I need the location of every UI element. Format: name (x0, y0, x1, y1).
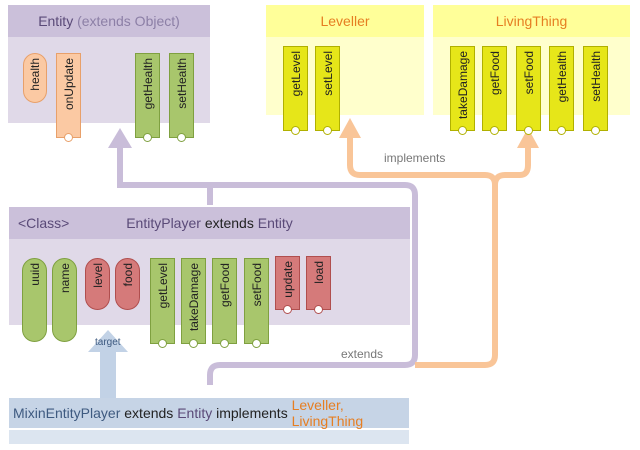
entity-method-sethealth[interactable]: setHealth (169, 53, 194, 142)
extends-label: extends (341, 347, 384, 361)
entityplayer-title-name: EntityPlayer (126, 215, 201, 231)
mixin-name: MixinEntityPlayer (13, 405, 121, 421)
leveller-method-getlevel[interactable]: getLevel (283, 46, 308, 135)
entityplayer-method-load[interactable]: load (306, 256, 331, 314)
entityplayer-method-update[interactable]: update (275, 256, 300, 314)
port-icon (251, 339, 261, 348)
livingthing-method-gethealth[interactable]: getHealth (549, 46, 574, 135)
entityplayer-stereotype: <Class> (18, 215, 70, 231)
entityplayer-field-level[interactable]: level (85, 258, 110, 310)
port-icon (142, 133, 152, 142)
port-icon (489, 126, 499, 135)
entityplayer-method-getfood[interactable]: getFood (212, 258, 237, 348)
leveller-title: Leveller (320, 13, 370, 29)
extends-connector (117, 145, 418, 385)
livingthing-method-getfood[interactable]: getFood (482, 46, 507, 135)
port-icon (282, 305, 292, 314)
port-icon (157, 339, 167, 348)
port-icon (523, 126, 533, 135)
livingthing-title: LivingThing (495, 13, 568, 29)
implements-arrowhead-leveller (339, 118, 361, 138)
implements-connector (415, 145, 531, 368)
mixin-interfaces: Leveller, LivingThing (291, 397, 364, 429)
port-icon (188, 339, 198, 348)
target-arrow-head (88, 330, 128, 352)
livingthing-method-setfood[interactable]: setFood (516, 46, 541, 135)
port-icon (322, 126, 332, 135)
port-icon (290, 126, 300, 135)
entity-title-name: Entity (38, 13, 74, 29)
leveller-header: Leveller (266, 5, 424, 37)
mixin-header: MixinEntityPlayer extends Entity impleme… (9, 397, 409, 429)
target-label: target (95, 337, 121, 348)
mixin-parent: Entity (177, 405, 213, 421)
mixin-class-box: MixinEntityPlayer extends Entity impleme… (9, 397, 409, 444)
mixin-implements-keyword: implements (216, 405, 288, 421)
mixin-extends-keyword: extends (124, 405, 174, 421)
livingthing-header: LivingThing (433, 5, 630, 37)
leveller-method-setlevel[interactable]: setLevel (315, 46, 340, 135)
entity-field-health[interactable]: health (23, 53, 47, 103)
entity-method-onupdate[interactable]: onUpdate (56, 53, 81, 142)
implements-branch (347, 135, 498, 186)
entityplayer-title-keyword: extends (204, 215, 254, 231)
entityplayer-title-parent: Entity (257, 215, 293, 231)
entityplayer-field-food[interactable]: food (115, 258, 140, 310)
port-icon (457, 126, 467, 135)
extends-arrowhead (108, 128, 132, 148)
port-icon (590, 126, 600, 135)
entityplayer-field-uuid[interactable]: uuid (22, 258, 47, 342)
entity-title-suffix: (extends Object) (77, 13, 180, 29)
implements-label: implements (384, 151, 446, 165)
port-icon (219, 339, 229, 348)
target-arrow-shaft (100, 350, 116, 398)
livingthing-method-takedamage[interactable]: takeDamage (450, 46, 475, 135)
entity-method-gethealth[interactable]: getHealth (135, 53, 160, 142)
entityplayer-field-name[interactable]: name (52, 258, 77, 342)
entityplayer-method-getlevel[interactable]: getLevel (150, 258, 175, 348)
mixin-body (9, 430, 409, 444)
entityplayer-method-takedamage[interactable]: takeDamage (181, 258, 206, 348)
port-icon (556, 126, 566, 135)
entity-header: Entity (extends Object) (8, 5, 210, 37)
port-icon (176, 133, 186, 142)
port-icon (63, 133, 73, 142)
entityplayer-method-setfood[interactable]: setFood (244, 258, 269, 348)
implements-arrowhead-livingthing (517, 128, 539, 148)
port-icon (313, 305, 323, 314)
entityplayer-header: <Class> EntityPlayer extends Entity (9, 207, 410, 239)
livingthing-method-sethealth[interactable]: setHealth (583, 46, 608, 135)
